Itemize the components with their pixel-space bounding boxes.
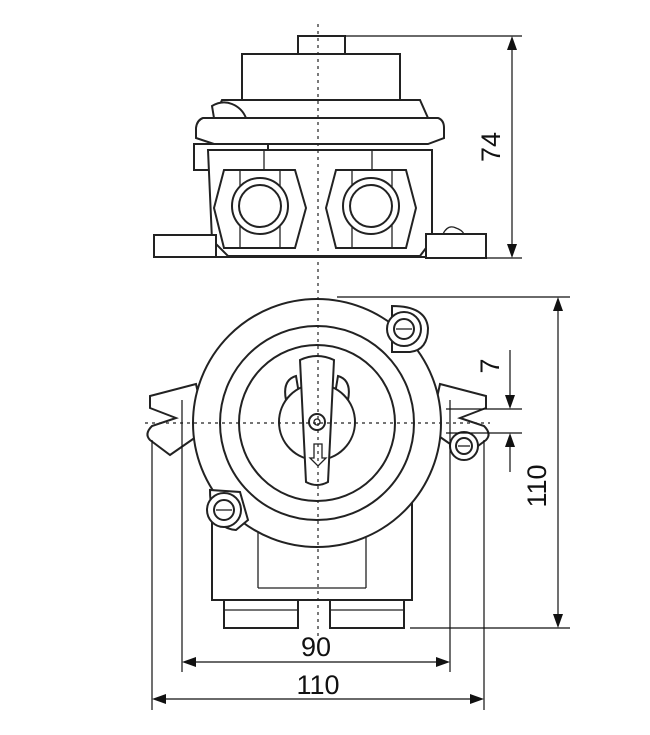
- knob-screw: [308, 413, 326, 431]
- top-rivet-left: [210, 101, 247, 119]
- dimension-110-horizontal: 110: [151, 440, 485, 710]
- dimension-110-vertical: 110: [337, 296, 570, 629]
- dimension-110-vertical-label: 110: [522, 464, 552, 507]
- top-gland-left: [212, 169, 308, 249]
- dimension-74: 74: [345, 35, 522, 259]
- top-view: [153, 24, 487, 290]
- top-band: [212, 99, 430, 119]
- rotary-knob[interactable]: [278, 355, 356, 486]
- top-foot-right: [425, 233, 487, 259]
- dimension-7: 7: [446, 350, 522, 472]
- dimension-90-label: 90: [301, 632, 331, 662]
- dimension-74-label: 74: [476, 132, 506, 162]
- front-screw-right: [449, 431, 479, 461]
- top-upper-body: [241, 53, 401, 101]
- top-cap: [297, 35, 346, 55]
- front-view: [145, 290, 490, 640]
- dimension-110-horizontal-label: 110: [296, 670, 339, 700]
- top-gland-right: [324, 169, 418, 249]
- top-flange: [195, 117, 445, 145]
- top-foot-left: [153, 234, 217, 258]
- dimension-7-label: 7: [475, 358, 505, 373]
- top-foot-right-screw: [442, 226, 465, 235]
- knob-arrow-icon: [308, 443, 328, 467]
- front-screw-top-right: [386, 304, 430, 353]
- dimension-90: 90: [181, 400, 451, 672]
- front-screw-bottom-left: [206, 488, 250, 532]
